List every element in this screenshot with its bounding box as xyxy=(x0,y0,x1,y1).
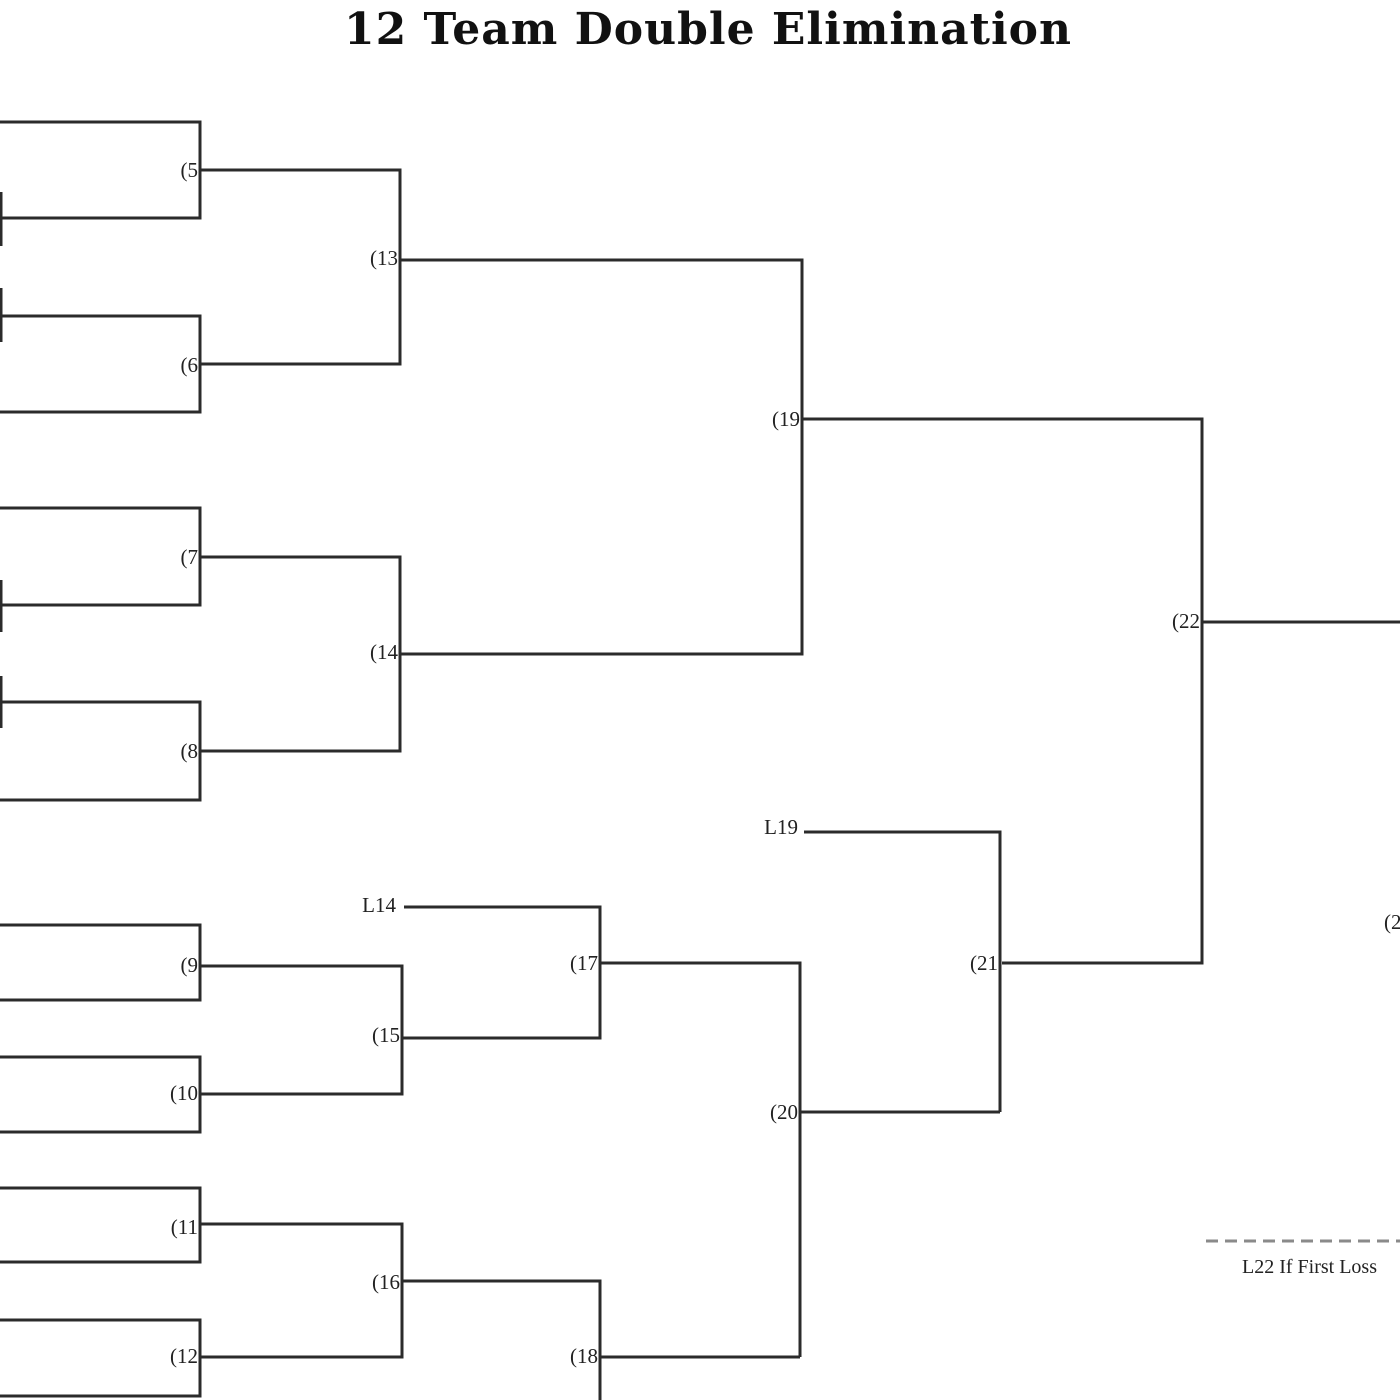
match-13-lines xyxy=(200,168,402,366)
match-6-lines xyxy=(0,314,202,414)
match-22-lines xyxy=(802,417,1204,965)
match-5-lines xyxy=(0,120,202,220)
match-21-lines xyxy=(804,830,1002,1112)
match-16-lines xyxy=(200,1222,404,1359)
if-first-loss-note: L22 If First Loss xyxy=(1242,1256,1377,1278)
match-label-15: (15 xyxy=(372,1023,400,1047)
match-label-18: (18 xyxy=(570,1344,598,1368)
match-label-14: (14 xyxy=(370,640,398,664)
match-label-20: (20 xyxy=(770,1100,798,1124)
bracket-title: 12 Team Double Elimination xyxy=(343,4,1073,55)
match-label-10: (10 xyxy=(170,1081,198,1105)
match-18-lines xyxy=(402,1279,602,1400)
match-label-8: (8 xyxy=(181,739,199,763)
match-label-21: (21 xyxy=(970,951,998,975)
match-label-16: (16 xyxy=(372,1270,400,1294)
match-label-6: (6 xyxy=(181,353,199,377)
match-9-lines xyxy=(0,923,202,1002)
match-label-22: (22 xyxy=(1172,609,1200,633)
match-label-23: (2 xyxy=(1384,910,1400,934)
match-label-19: (19 xyxy=(772,407,800,431)
match-label-12: (12 xyxy=(170,1344,198,1368)
drop-label-l19: L19 xyxy=(764,815,798,839)
match-label-7: (7 xyxy=(181,545,199,569)
match-label-9: (9 xyxy=(181,953,199,977)
match-17-lines xyxy=(402,905,602,1040)
match-19-lines xyxy=(400,258,804,656)
match-label-13: (13 xyxy=(370,246,398,270)
match-label-11: (11 xyxy=(171,1215,198,1239)
match-label-5: (5 xyxy=(181,158,199,182)
match-20-lines xyxy=(600,961,802,1357)
match-8-lines xyxy=(0,700,202,802)
match-15-lines xyxy=(200,964,404,1096)
drop-label-l14: L14 xyxy=(362,893,396,917)
match-7-lines xyxy=(0,506,202,607)
match-label-17: (17 xyxy=(570,951,598,975)
